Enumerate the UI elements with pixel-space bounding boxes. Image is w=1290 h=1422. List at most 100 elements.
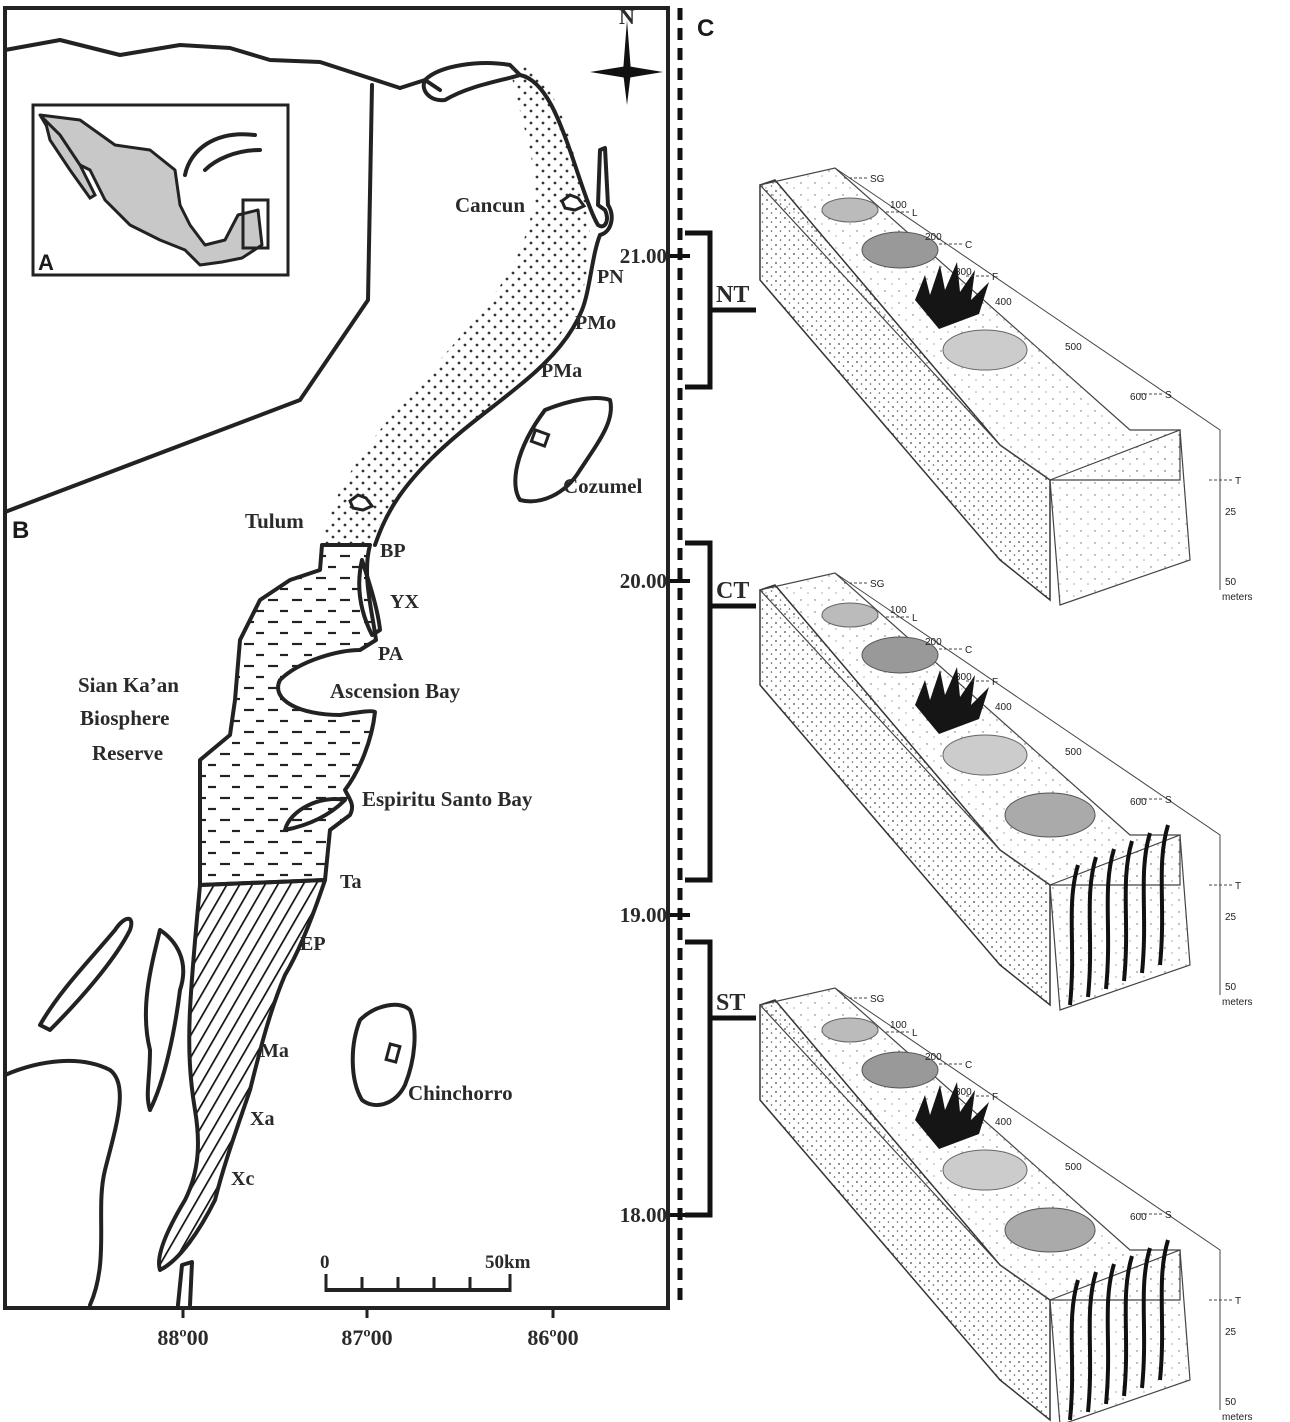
profile-slope-face: [1049, 1249, 1191, 1422]
coral-massive-patch: [942, 1149, 1028, 1191]
distance-label: 200: [925, 637, 942, 648]
cozumel-lagoon: [529, 428, 551, 448]
site-pmo: PMo: [575, 312, 616, 334]
zone-label: SG: [870, 174, 885, 185]
latitude-18: 18.00: [620, 1203, 667, 1227]
coral-lagoon-patch: [821, 197, 879, 223]
spur-groove: [1104, 1263, 1116, 1405]
ascension-bay-shape: [357, 558, 382, 637]
scale-end: 50km: [485, 1252, 531, 1273]
distance-label: 200: [925, 1052, 942, 1063]
distance-label: 400: [995, 297, 1012, 308]
zone-label: SG: [870, 579, 885, 590]
scale-bar: [324, 1274, 512, 1292]
map-panel: N A B Cancun Tulum Cozumel Sian Ka’an Bi…: [3, 4, 670, 1350]
site-ta: Ta: [340, 871, 362, 893]
zone-label: L: [912, 613, 918, 624]
south-region-strip: [157, 878, 327, 1272]
site-xc: Xc: [231, 1168, 254, 1190]
espiritu-santo-bay-shape: [283, 797, 347, 832]
region-st: ST: [716, 990, 745, 1016]
site-pa: PA: [378, 643, 404, 665]
depth-label-50: 50: [1225, 1397, 1237, 1408]
coral-lagoon-patch: [821, 602, 879, 628]
coral-crest-patch: [861, 636, 939, 674]
label-sian-kaan-3: Reserve: [92, 741, 163, 765]
zone-label: C: [965, 240, 972, 251]
label-ascension-bay: Ascension Bay: [330, 679, 461, 703]
depth-label-50: 50: [1225, 982, 1237, 993]
longitude-86: 86º00: [527, 1325, 578, 1350]
north-region-strip: [322, 64, 590, 545]
zone-label: L: [912, 1028, 918, 1039]
region-brackets: [685, 230, 756, 1218]
region-ct: CT: [716, 578, 749, 604]
site-xa: Xa: [250, 1108, 274, 1130]
distance-label: 600: [1130, 797, 1147, 808]
spur-groove: [1122, 840, 1134, 982]
mexico-shape: [38, 113, 264, 267]
inset-locator-box: [241, 198, 270, 250]
region-nt: NT: [716, 282, 749, 308]
coral-spur-patch: [1004, 1207, 1096, 1253]
west-inlet: [38, 916, 134, 1032]
spur-groove: [1086, 1271, 1098, 1413]
latitude-ticks: [670, 254, 690, 1217]
distance-label: 100: [890, 200, 907, 211]
spur-groove: [1158, 824, 1170, 966]
label-tulum: Tulum: [245, 509, 304, 533]
longitude-88: 88º00: [157, 1325, 208, 1350]
label-espiritu-santo-bay: Espiritu Santo Bay: [362, 787, 533, 811]
zone-label: F: [992, 677, 998, 688]
distance-label: 300: [955, 1087, 972, 1098]
panel-label-b: B: [12, 517, 29, 544]
distance-label: 300: [955, 672, 972, 683]
label-cozumel: Cozumel: [563, 474, 642, 498]
distance-label: 600: [1130, 392, 1147, 403]
north-label: N: [619, 4, 635, 29]
cancun-marker: [560, 193, 587, 212]
depth-label-25: 25: [1225, 507, 1237, 518]
distance-label: 500: [1065, 747, 1082, 758]
zone-label: T: [1235, 476, 1241, 487]
distance-label: 500: [1065, 1162, 1082, 1173]
us-gulf-coast: [183, 132, 262, 177]
spur-groove: [1122, 1255, 1134, 1397]
depth-unit: meters: [1222, 592, 1253, 603]
west-coastline: [3, 928, 186, 1307]
distance-label: 100: [890, 605, 907, 616]
zone-label: F: [992, 1092, 998, 1103]
latitude-19: 19.00: [620, 903, 667, 927]
zone-label: L: [912, 208, 918, 219]
profile-scale-frame: [834, 987, 1221, 1410]
profile-scale-frame: [834, 167, 1221, 590]
coral-massive-patch: [942, 329, 1028, 371]
chinchorro-atoll: [350, 1002, 417, 1107]
zone-label: S: [1165, 1210, 1172, 1221]
sian-kaan-reserve: [198, 543, 378, 887]
spur-groove: [1086, 856, 1098, 998]
coral-massive-patch: [942, 734, 1028, 776]
distance-label: 400: [995, 702, 1012, 713]
cancun-spit: [421, 61, 522, 103]
coral-forereef-branching: [915, 262, 989, 329]
coral-crest-patch: [861, 231, 939, 269]
depth-unit: meters: [1222, 1412, 1253, 1422]
baja-california: [42, 115, 97, 200]
north-coastline: [3, 38, 442, 92]
coral-lagoon-patch: [821, 1017, 879, 1043]
peninsula-border: [3, 83, 374, 514]
distance-label: 600: [1130, 1212, 1147, 1223]
inset-map: A: [31, 103, 290, 277]
distance-label: 100: [890, 1020, 907, 1031]
chinchorro-cay: [384, 1042, 402, 1064]
zone-label: SG: [870, 994, 885, 1005]
distance-label: 200: [925, 232, 942, 243]
profile-slope-face: [1049, 834, 1191, 1011]
north-arrow-icon: [590, 20, 663, 105]
profile-scale-frame: [834, 572, 1221, 995]
site-yx: YX: [390, 591, 419, 613]
